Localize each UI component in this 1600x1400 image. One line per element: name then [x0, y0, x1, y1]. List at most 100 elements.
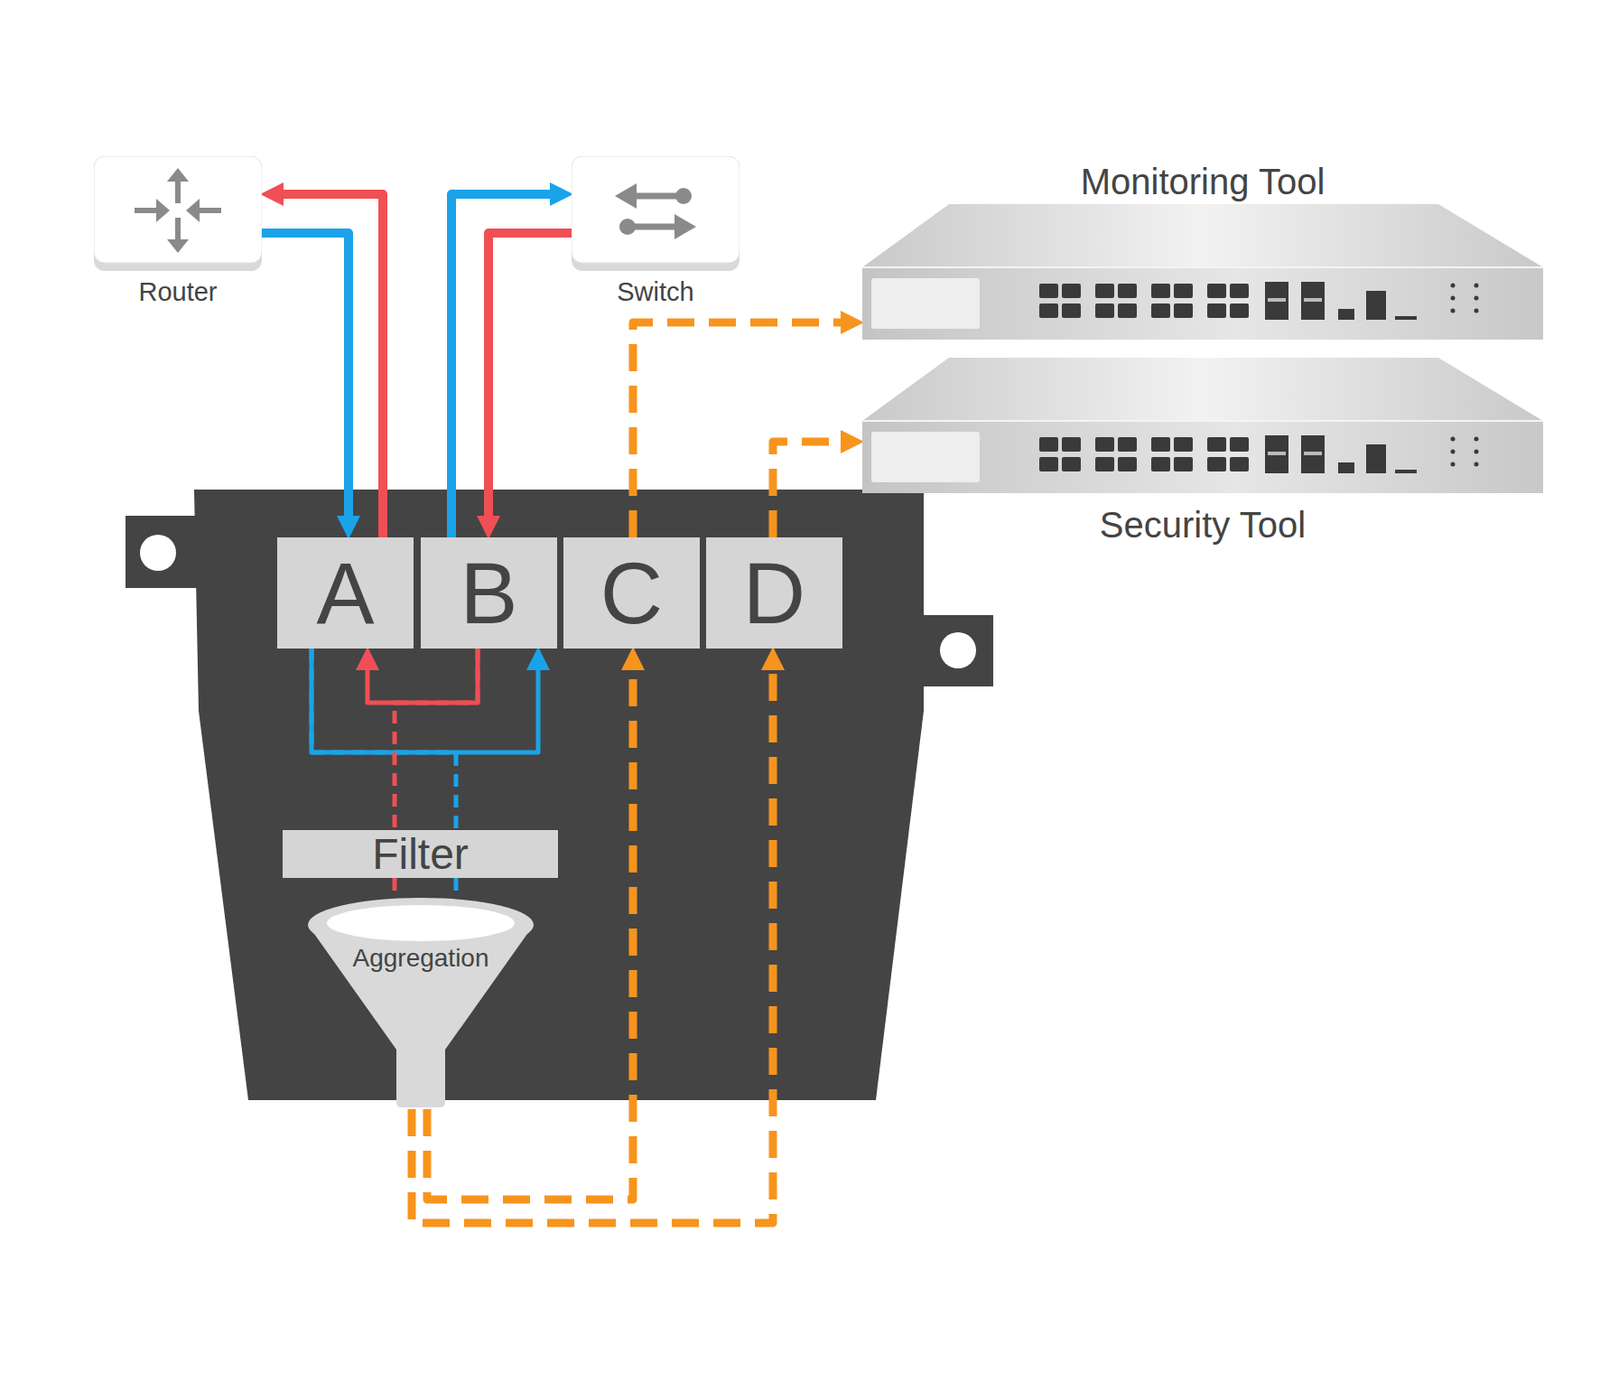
- arrow-head: [614, 183, 637, 209]
- tap-housing: [194, 489, 924, 1100]
- port-socket: [1117, 456, 1137, 472]
- icon-box: [93, 156, 262, 263]
- router-node: Router: [93, 156, 262, 308]
- device-front: [862, 420, 1544, 494]
- arrow-shaft: [175, 217, 181, 243]
- router-icon: [93, 156, 262, 271]
- tap-port: D: [706, 537, 843, 649]
- vent-dot: [1451, 449, 1456, 455]
- sfp-socket: [1265, 435, 1289, 474]
- port-socket: [1207, 303, 1227, 318]
- port-socket: [1117, 303, 1137, 318]
- port-socket: [1207, 456, 1227, 472]
- port-socket: [1229, 456, 1249, 472]
- signal-connector: [367, 648, 478, 703]
- device-panel: [871, 278, 980, 329]
- vent-dot: [1451, 308, 1456, 314]
- sfp-stripe: [1303, 297, 1322, 302]
- port-socket: [1095, 456, 1115, 472]
- sfp-stripe: [1267, 297, 1286, 302]
- switch-symbol: [614, 183, 697, 240]
- vent-dot: [1474, 462, 1480, 467]
- arrow-head: [674, 213, 697, 240]
- arrow-shaft: [632, 223, 682, 231]
- arrow-shaft: [134, 207, 160, 214]
- port-socket: [1173, 283, 1193, 298]
- port-socket: [1061, 283, 1081, 298]
- device-top: [862, 204, 1544, 268]
- device-label: Switch: [616, 276, 694, 308]
- vent-dot: [1451, 462, 1456, 467]
- led-bar: [1366, 290, 1387, 320]
- signal-connector: [394, 648, 478, 830]
- sfp-socket: [1301, 435, 1325, 474]
- port-letter: D: [743, 537, 806, 649]
- port-socket: [1061, 437, 1081, 452]
- device-label: Router: [138, 276, 217, 308]
- sfp-socket: [1265, 281, 1289, 320]
- port-socket: [1207, 437, 1227, 452]
- port-socket: [1173, 303, 1193, 318]
- icon-box: [571, 156, 740, 263]
- port-socket: [1207, 283, 1227, 298]
- sfp-socket: [1301, 281, 1325, 320]
- port-socket: [1173, 456, 1193, 472]
- tap-port: B: [420, 537, 558, 649]
- tool-label: Monitoring Tool: [1080, 158, 1326, 205]
- port-letter: A: [316, 537, 374, 649]
- appliance-drawing: [862, 204, 1544, 342]
- vent-dot: [1474, 296, 1480, 301]
- device-front: [862, 267, 1544, 340]
- vent-dot: [1474, 308, 1480, 314]
- signal-connector: [261, 232, 349, 516]
- sfp-stripe: [1267, 451, 1286, 456]
- aggregation-label: Aggregation: [306, 942, 536, 974]
- port-letter: C: [600, 537, 663, 649]
- device-ports: [1039, 281, 1480, 320]
- sfp-stripe: [1303, 451, 1322, 456]
- vent-dot: [1451, 283, 1456, 289]
- tool-appliance: Security Tool: [862, 357, 1544, 548]
- vent-dot: [1474, 437, 1480, 442]
- tool-appliance: Monitoring Tool: [862, 158, 1544, 342]
- port-socket: [1095, 437, 1115, 452]
- led-bar: [1338, 462, 1355, 474]
- signal-connector: [311, 648, 456, 830]
- port-socket: [1117, 283, 1137, 298]
- vent-dot: [1474, 449, 1480, 455]
- led-bar: [1338, 308, 1355, 320]
- port-socket: [1061, 303, 1081, 318]
- port-socket: [1095, 283, 1115, 298]
- icon-tile: [93, 156, 262, 271]
- arrow-shaft: [175, 177, 181, 204]
- funnel-mouth: [326, 904, 515, 941]
- arrow-head: [167, 239, 189, 253]
- signal-connector: [488, 232, 572, 516]
- port-socket: [1095, 303, 1115, 318]
- signal-connector: [283, 194, 383, 538]
- tap-port: A: [277, 537, 414, 649]
- device-edge: [862, 266, 1544, 269]
- port-socket: [1173, 437, 1193, 452]
- port-socket: [1039, 437, 1059, 452]
- router-symbol: [134, 167, 222, 253]
- signal-connector: [632, 322, 841, 538]
- led-bar: [1395, 469, 1417, 474]
- arrow-head: [186, 198, 200, 223]
- aggregation-funnel: Aggregation: [306, 897, 536, 1109]
- mounting-ear: [125, 515, 198, 588]
- vent-dot: [1451, 437, 1456, 442]
- device-edge: [862, 419, 1544, 422]
- led-bar: [1366, 444, 1387, 474]
- led-bar: [1395, 316, 1417, 320]
- port-socket: [1117, 437, 1137, 452]
- port-socket: [1061, 456, 1081, 472]
- filter-bar: Filter: [282, 829, 559, 878]
- device-ports: [1039, 435, 1480, 474]
- signal-connector: [392, 877, 398, 898]
- vent-dot: [1451, 296, 1456, 301]
- appliance-drawing: [862, 357, 1544, 495]
- tool-label: Security Tool: [1099, 502, 1306, 548]
- vent-dot: [1474, 283, 1480, 289]
